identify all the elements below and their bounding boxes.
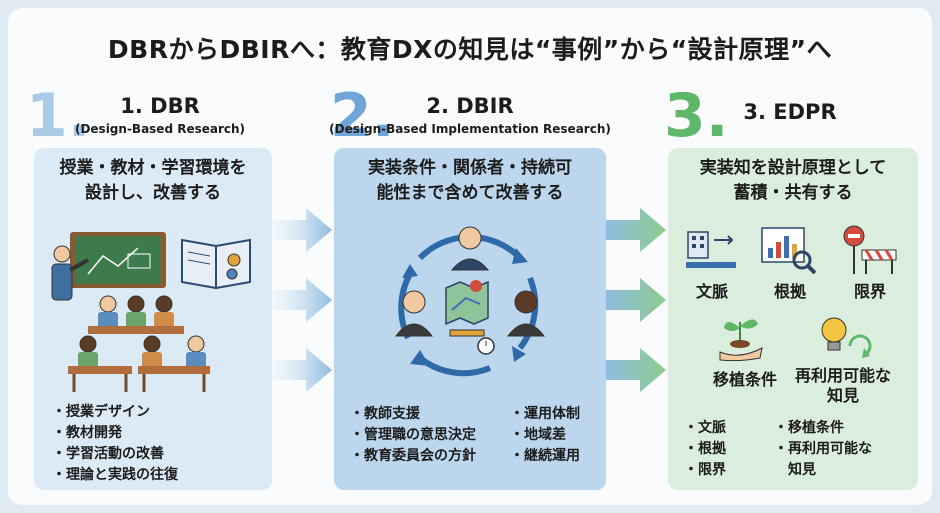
stage-2-heading: 2. DBIR: [426, 94, 514, 118]
stage-1-title-line-2: 設計し、改善する: [85, 183, 221, 203]
list-item: 管理職の意思決定: [350, 425, 476, 446]
list-item: 理論と実践の往復: [52, 465, 178, 486]
list-item: 教材開発: [52, 423, 178, 444]
stage-2-bullets-right: 運用体制 地域差 継続運用: [510, 404, 580, 467]
list-item: 地域差: [510, 425, 580, 446]
stage-3-heading: 3. EDPR: [743, 100, 837, 124]
arrows-stage-1-to-2: [272, 208, 332, 392]
list-item: 文脈: [684, 418, 726, 439]
stage-2-number: 2.: [330, 81, 395, 151]
stage-1-bullets: 授業デザイン 教材開発 学習活動の改善 理論と実践の往復: [52, 402, 178, 486]
open-book-gears-icon: [181, 238, 251, 290]
stage-3-bullets-right: 移植条件 再利用可能な ・知見: [774, 418, 872, 481]
stage-2-title-line-1: 実装条件・関係者・持続可: [368, 158, 572, 178]
teacher-icon: [51, 245, 89, 301]
icon-label-reusable-line-1: 再利用可能な: [794, 366, 891, 385]
stage-3-number: 3.: [664, 81, 729, 151]
icon-label-transfer-conditions: 移植条件: [712, 370, 777, 389]
icon-label-reusable-line-2: 知見: [826, 386, 859, 405]
list-item: 授業デザイン: [52, 402, 178, 423]
map-icon: [445, 280, 489, 326]
list-item-continuation: 知見: [788, 462, 816, 478]
building-timeline-icon: [686, 231, 736, 268]
list-item: 限界: [684, 460, 726, 481]
lightbulb-recycle-icon: [821, 317, 872, 358]
list-item: 運用体制: [510, 404, 580, 425]
stakeholder-cycle-icon: [394, 226, 546, 377]
stage-2-subtitle: (Design-Based Implementation Research): [329, 122, 611, 136]
list-item: 根拠: [684, 439, 726, 460]
stage-1-number: 1.: [26, 81, 91, 151]
list-item: 学習活動の改善: [52, 444, 178, 465]
stage-1-subtitle: (Design-Based Research): [74, 122, 246, 136]
stage-3-title-line-1: 実装知を設計原理として: [699, 158, 887, 178]
students-icon: [68, 295, 210, 392]
icon-label-context: 文脈: [695, 282, 728, 301]
stage-1-panel-title: 授業・教材・学習環境を 設計し、改善する: [34, 156, 272, 206]
stage-1-title-line-1: 授業・教材・学習環境を: [59, 158, 247, 178]
stage-2-panel-title: 実装条件・関係者・持続可 能性まで含めて改善する: [334, 156, 606, 206]
chart-magnifier-icon: [761, 227, 817, 275]
plant-hand-icon: [719, 319, 763, 362]
stage-3-title-line-2: 蓄積・共有する: [733, 183, 853, 203]
timeline-clock-icon: [449, 329, 495, 355]
stage-2-title-line-2: 能性まで含めて改善する: [376, 183, 564, 203]
list-item: 教育委員会の方針: [350, 446, 476, 467]
stage-3-bullets-left: 文脈 根拠 限界: [684, 418, 726, 481]
list-item: 継続運用: [510, 446, 580, 467]
list-item: 教師支援: [350, 404, 476, 425]
stage-3-panel-title: 実装知を設計原理として 蓄積・共有する: [668, 156, 918, 206]
list-item: 再利用可能な: [774, 439, 872, 460]
list-item: 移植条件: [774, 418, 872, 439]
icon-label-evidence: 根拠: [773, 282, 806, 301]
arrows-stage-2-to-3: [606, 208, 666, 392]
icon-label-limits: 限界: [853, 282, 886, 301]
stop-sign-barrier-icon: [843, 225, 897, 274]
stage-2-bullets-left: 教師支援 管理職の意思決定 教育委員会の方針: [350, 404, 476, 467]
page-title: DBRからDBIRへ：教育DXの知見は“事例”から“設計原理”へ: [107, 35, 833, 64]
stage-1-heading: 1. DBR: [120, 94, 200, 118]
list-item: ・知見: [774, 460, 872, 481]
classroom-icon: [51, 232, 251, 392]
icon-label-reusable: 再利用可能な 知見: [788, 366, 898, 406]
